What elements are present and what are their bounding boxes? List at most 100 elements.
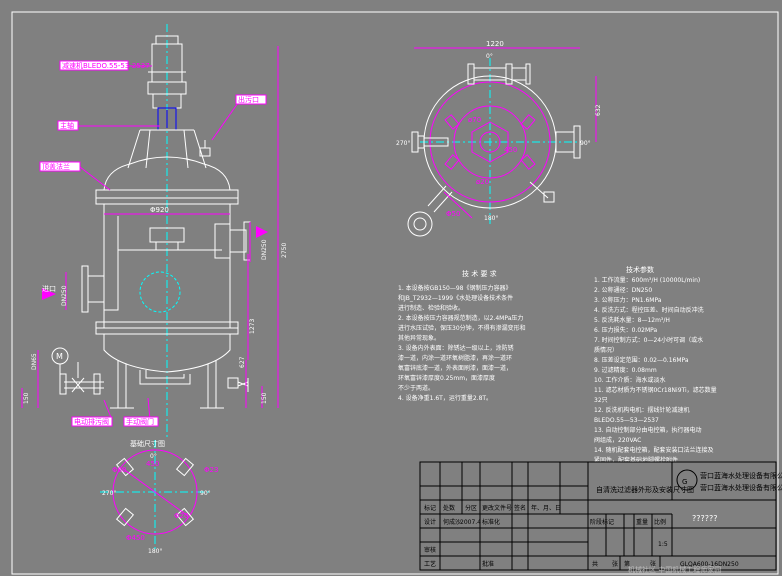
tech-param-line: 13. 自动控制部分由电控箱，执行器电动 [594,426,701,434]
tb-sign: 签名 [514,504,526,512]
top-dim-a4: Φ50 [446,210,460,218]
tb-change: 更改文件号 [482,504,512,512]
tech-req-line: 进行水压试验，保压30分钟，不得有渗漏变形和 [398,324,526,332]
tb-zone: 分区 [465,504,477,512]
base-dim-d4: Φ450 [126,534,145,542]
outlet-callout: 出污口 [238,95,259,104]
front-view [21,24,279,440]
drain-valve-callout: 电动排污阀 [74,417,109,426]
inlet-nozzle [87,275,105,303]
dim-height-total: 2750 [281,243,288,258]
question-marks: ?????? [692,514,717,523]
dim-inlet-dn: DN250 [61,285,68,306]
base-dim-d1: Φ60 [112,466,126,474]
top-flange-callout: 顶盖法兰 [42,162,70,171]
tb-weight: 重量 [636,518,648,526]
tech-param-line: 3. 公称压力：PN1.6MPa [594,296,662,304]
inner-screen-circle [139,271,181,313]
dim-h1: 1273 [249,319,256,334]
base-title: 基础尺寸图 [130,439,165,448]
top-angle-0: 0° [486,53,493,60]
base-dim-d2: 450 [146,460,159,468]
tb-page: 第 [624,560,630,568]
top-dim-a2: 450 [504,146,517,154]
top-angle-90: 90° [580,140,591,147]
base-angle-0: 0° [150,453,157,460]
top-dim-depth: 632 [595,104,602,116]
tb-designer: 何成沙 [443,518,461,526]
company-logo [676,469,698,491]
top-view [407,47,597,237]
tech-req-line: 1. 本设备按GB150—98《钢制压力容器》 [398,284,512,292]
tech-req-line: 4. 设备净重1.6T，运行重量2.8T。 [398,394,492,402]
top-angle-270: 270° [396,140,410,147]
base-circle [112,449,198,535]
base-view [100,440,210,552]
tb-qty: 处数 [443,504,455,512]
tech-req-line: 进行制造、检验和验收。 [398,304,464,312]
top-dim-a3: ø20 [476,178,489,186]
shaft-callout: 主轴 [60,121,74,130]
tech-param-line: 6. 压力损失：0.02MPa [594,326,658,334]
dim-dn65: DN65 [31,353,38,370]
vessel-bottom [103,334,231,373]
tb-sheet: 张 [612,560,618,568]
drawing-number: GLQA600-16DN250 [680,561,739,568]
product-name: 自清洗过滤器外形及安装尺寸图 [596,485,694,494]
tech-param-line: 1. 工作流量：600m³/H (10000L/min) [594,276,700,284]
tb-approve: 批准 [482,560,494,568]
tech-req-title: 技 术 要 求 [462,269,497,278]
company-name-1: 营口蓝海水处理设备有限公司 [700,471,782,480]
tech-params-lines: 1. 工作流量：600m³/H (10000L/min) 2. 公称通径：DN2… [594,276,717,464]
tech-param-line: 14. 随机配套电控箱，配套安装口法兰连接及 [594,446,713,454]
tech-req-line: 和JB_T2932—1999《水处理设备技术条件 [398,294,513,302]
motor-callout: 减速机BLEDO.55-53-2537 [62,61,150,70]
tech-req-line: 环氧富锌漆厚度0.25mm，面漆厚度 [398,374,495,382]
tech-req-line: 不少于两道。 [398,384,434,392]
tb-review: 审核 [424,546,436,554]
tb-standard: 标准化 [482,518,500,526]
watermark: 机械社区 中国机械工程师家园 [628,565,721,574]
sheet-border [11,11,779,575]
tb-date: 年、月、日 [531,504,561,512]
dim-h2: 627 [239,356,246,368]
inlet-arrow [42,288,56,300]
tech-param-line: 阀组成，220VAC [594,436,641,444]
dim-outlet-dn: DN250 [261,239,268,260]
tech-req-line: 3. 设备内外表面：除锈达一级以上，涂防锈 [398,344,514,352]
tb-total: 共 [592,560,598,568]
tech-param-line: 8. 压差设定范围：0.02—0.16MPa [594,356,689,364]
base-angle-180: 180° [148,548,162,555]
tech-param-line: 32只 [594,397,608,404]
base-angle-90: 90° [200,490,211,497]
top-dim-width: 1220 [486,40,504,48]
tb-design-date: 2007.4 [460,519,481,526]
tech-param-line: 4. 反洗方式：程控压差、时间自动反冲洗 [594,306,704,314]
tech-param-line: 9. 过滤精度：0.08mm [594,366,657,374]
tech-param-line: 7. 时间控制方式：0—24小时可调（或水 [594,336,703,344]
tech-param-line: 11. 滤芯材质为不锈钢0Cr18Ni9Ti，滤芯数量 [594,386,717,394]
manual-valve-callout: 手动阀门 [126,417,154,426]
title-block [419,461,777,571]
tech-req-line: 2. 本设备按压力容器规范制造，以2.4MPa压力 [398,314,523,322]
tech-param-line: 紧固件，配套基础地脚螺栓附件 [594,456,678,464]
tech-param-line: BLEDO.55—53—2537 [594,417,659,424]
tech-param-line: 2. 公称通径：DN250 [594,286,652,294]
tech-param-line: 12. 反洗机构电机：摆线针轮减速机 [594,406,689,414]
tech-req-line: 其他异常现象。 [398,334,440,342]
top-angle-180: 180° [484,215,498,222]
dim-diameter: Φ920 [150,206,169,214]
tb-design: 设计 [424,518,436,526]
tech-param-line: 质情况） [594,346,618,354]
tech-req-line: 氧富锌底漆一道，外表面刷漆，面漆一道， [398,364,512,372]
tech-params-title: 技术参数 [626,265,654,274]
scale-value: 1:5 [658,541,668,548]
tb-ratio: 比例 [654,518,666,526]
outlet-arrow [256,226,268,238]
base-dim-d3: Φ23 [204,466,218,474]
tb-process: 工艺 [424,560,436,568]
tb-page-sheet: 张 [650,560,656,568]
motor-mark: M [56,352,63,361]
tb-mark: 标记 [424,504,436,512]
